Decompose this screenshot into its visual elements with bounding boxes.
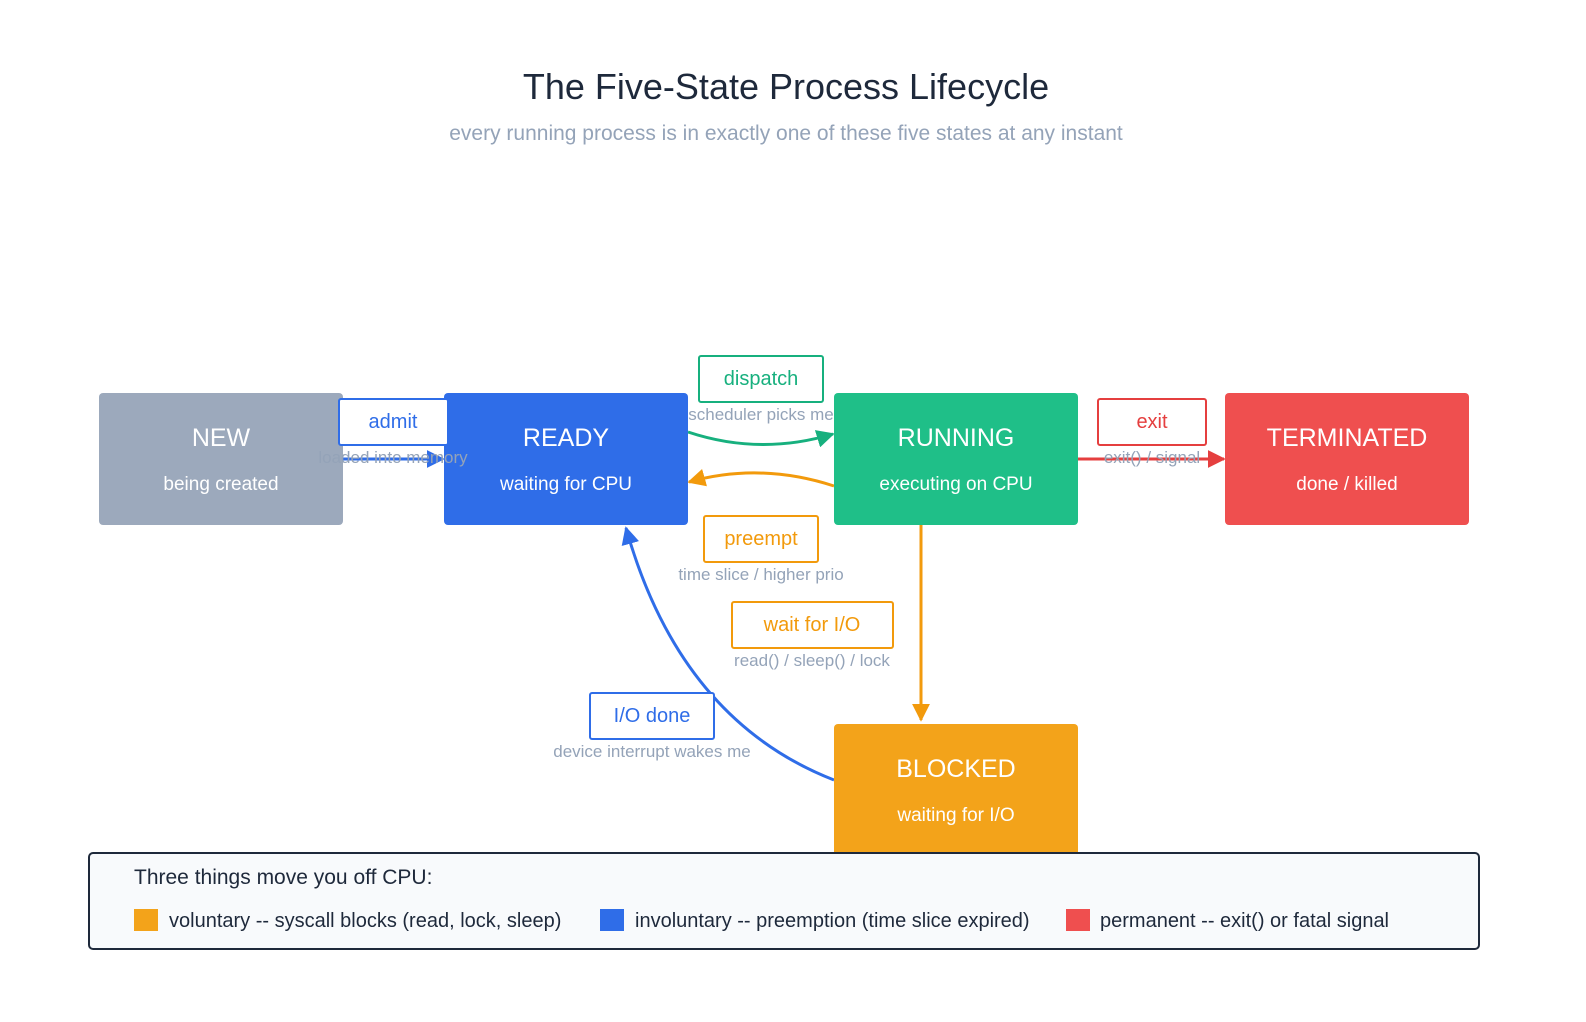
state-ready-name: READY	[523, 424, 609, 452]
state-running: RUNNING executing on CPU	[834, 393, 1078, 525]
dispatch-transition-label: dispatch	[698, 355, 824, 403]
legend-title: Three things move you off CPU:	[134, 866, 432, 889]
legend: Three things move you off CPU: voluntary…	[88, 852, 1480, 950]
legend-item-permanent: permanent -- exit() or fatal signal	[1100, 910, 1389, 932]
state-terminated-name: TERMINATED	[1267, 424, 1428, 452]
dispatch-label-text: dispatch	[724, 368, 799, 390]
dispatch-note: scheduler picks me	[688, 405, 834, 424]
legend-item-involuntary: involuntary -- preemption (time slice ex…	[635, 910, 1030, 932]
state-new-name: NEW	[192, 424, 251, 452]
wait-label-text: wait for I/O	[763, 614, 861, 636]
state-running-name: RUNNING	[898, 424, 1015, 452]
state-blocked-desc: waiting for I/O	[896, 805, 1014, 826]
admit-label-text: admit	[369, 411, 418, 433]
legend-swatch-permanent	[1066, 909, 1090, 931]
preempt-note: time slice / higher prio	[678, 565, 843, 584]
io-done-arrow	[621, 526, 835, 782]
admit-note: loaded into memory	[318, 448, 468, 467]
legend-item-voluntary: voluntary -- syscall blocks (read, lock,…	[169, 910, 561, 932]
state-ready-desc: waiting for CPU	[499, 474, 632, 495]
dispatch-arrow	[687, 430, 835, 448]
io-done-note: device interrupt wakes me	[553, 742, 750, 761]
exit-transition-label: exit	[1097, 398, 1207, 446]
admit-transition-label: admit	[338, 398, 449, 446]
state-terminated: TERMINATED done / killed	[1225, 393, 1469, 525]
page-subtitle: every running process is in exactly one …	[449, 122, 1123, 145]
state-new-desc: being created	[163, 474, 278, 495]
wait-note: read() / sleep() / lock	[734, 651, 890, 670]
state-new: NEW being created	[99, 393, 343, 525]
legend-swatch-involuntary	[600, 909, 624, 931]
preempt-label-text: preempt	[724, 528, 798, 550]
preempt-arrow	[687, 468, 835, 488]
exit-note: exit() / signal	[1104, 448, 1200, 467]
state-terminated-desc: done / killed	[1296, 474, 1397, 495]
legend-swatch-voluntary	[134, 909, 158, 931]
state-ready: READY waiting for CPU	[444, 393, 688, 525]
page-title: The Five-State Process Lifecycle	[523, 66, 1049, 107]
io-done-transition-label: I/O done	[589, 692, 715, 740]
state-blocked-name: BLOCKED	[896, 755, 1015, 783]
exit-label-text: exit	[1136, 411, 1168, 433]
state-running-desc: executing on CPU	[879, 474, 1032, 495]
state-blocked: BLOCKED waiting for I/O	[834, 724, 1078, 856]
preempt-transition-label: preempt	[703, 515, 819, 563]
wait-transition-label: wait for I/O	[731, 601, 894, 649]
io-done-label-text: I/O done	[614, 705, 691, 727]
